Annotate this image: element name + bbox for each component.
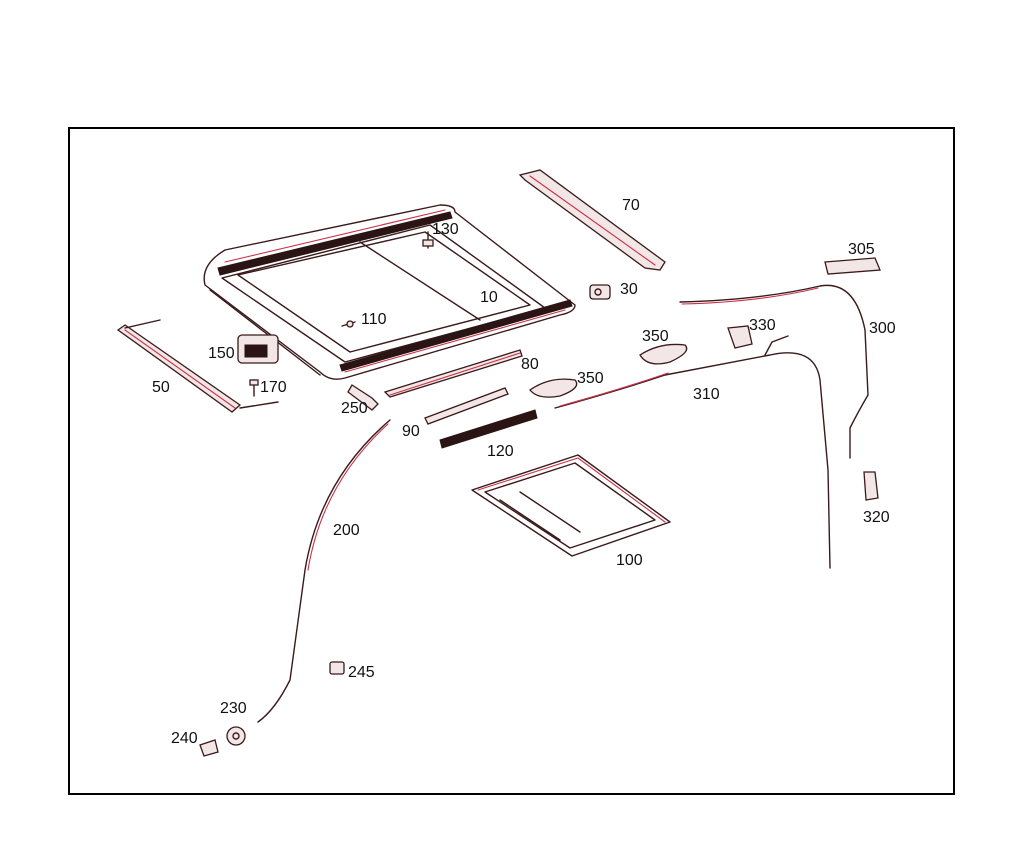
callout-350-top: 350 xyxy=(642,328,669,345)
part-245-clip xyxy=(329,661,345,675)
callout-170: 170 xyxy=(260,379,287,396)
callout-305: 305 xyxy=(848,241,875,258)
part-100-panel xyxy=(471,454,671,557)
part-350-cover-a xyxy=(639,343,688,365)
callout-300: 300 xyxy=(869,320,896,337)
callout-350-bottom: 350 xyxy=(577,370,604,387)
callout-110: 110 xyxy=(361,311,387,328)
part-150-motor xyxy=(237,334,279,364)
callout-330: 330 xyxy=(749,317,776,334)
callout-90: 90 xyxy=(402,423,420,440)
callout-30: 30 xyxy=(620,281,638,298)
callout-80: 80 xyxy=(521,356,539,373)
part-120-seal xyxy=(439,409,538,449)
callout-250: 250 xyxy=(341,400,368,417)
part-170-bolt xyxy=(249,379,259,397)
part-350-cover-b xyxy=(529,378,578,398)
part-230-grommet xyxy=(226,726,246,746)
callout-310: 310 xyxy=(693,386,720,403)
callout-100: 100 xyxy=(616,552,643,569)
part-130-bolt xyxy=(422,231,434,249)
part-10-sunroof-frame xyxy=(203,204,576,380)
part-70-rail xyxy=(518,169,666,271)
part-50-side-strip xyxy=(116,319,279,413)
part-240-valve xyxy=(199,739,219,757)
callout-240: 240 xyxy=(171,730,198,747)
callout-200: 200 xyxy=(333,522,360,539)
callout-50: 50 xyxy=(152,379,170,396)
callout-320: 320 xyxy=(863,509,890,526)
part-305-connector xyxy=(824,257,881,275)
part-80-deflector xyxy=(383,349,523,398)
callout-230: 230 xyxy=(220,700,247,717)
part-90-guide xyxy=(424,387,509,425)
callout-10: 10 xyxy=(480,289,498,306)
part-30-clip xyxy=(589,284,611,300)
part-320-fitting xyxy=(863,471,879,501)
callout-150: 150 xyxy=(208,345,235,362)
part-200-drain-hose xyxy=(257,419,391,723)
part-310-hose xyxy=(554,335,831,569)
part-110-screw xyxy=(341,320,356,328)
callout-245: 245 xyxy=(348,664,375,681)
part-250-hose-piece xyxy=(347,384,379,411)
part-330-clip xyxy=(727,325,753,349)
part-300-hose xyxy=(679,284,869,459)
callout-130: 130 xyxy=(432,221,459,238)
diagram-frame xyxy=(68,127,955,795)
callout-120: 120 xyxy=(487,443,514,460)
callout-70: 70 xyxy=(622,197,640,214)
